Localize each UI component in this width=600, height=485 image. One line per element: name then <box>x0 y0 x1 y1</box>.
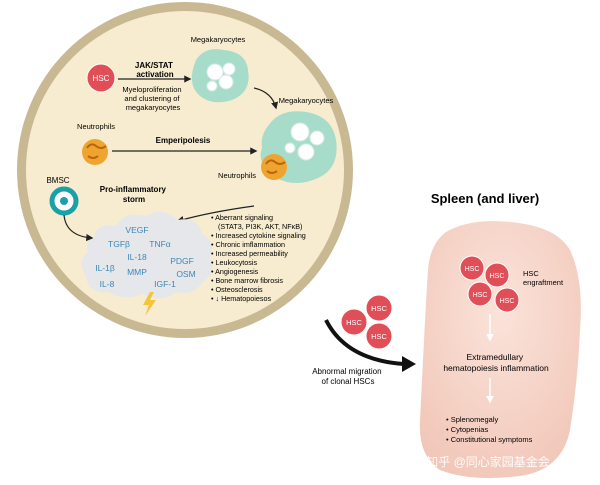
spleen-organ <box>419 221 581 478</box>
cytokine-list: VEGF TGFβ TNFα IL-18 PDGF IL-1β MMP OSM … <box>95 225 195 289</box>
hsc-cell-marrow: HSC <box>86 63 116 93</box>
svg-text:HSC: HSC <box>346 318 362 327</box>
storm-title: Pro-inflammatory storm <box>100 185 168 204</box>
neutrophil-cell-left <box>82 139 108 165</box>
cytokine-vegf: VEGF <box>125 225 148 235</box>
migration-arrow-icon <box>324 319 405 366</box>
svg-text:HSC: HSC <box>473 292 488 299</box>
neutrophils-label-left: Neutrophils <box>77 122 115 131</box>
bmsc-label: BMSC <box>46 176 69 185</box>
effects-list: • Aberrant signaling (STAT3, PI3K, AKT, … <box>211 213 308 303</box>
cytokine-tgfb: TGFβ <box>108 239 130 249</box>
migration-caption: Abnormal migration of clonal HSCs <box>312 367 384 386</box>
svg-text:HSC: HSC <box>500 298 515 305</box>
megakaryocytes-label-right: Megakaryocytes <box>279 96 334 105</box>
bmsc-arrow <box>63 214 94 242</box>
svg-text:HSC: HSC <box>371 332 387 341</box>
bmsc-cell <box>49 186 79 216</box>
svg-text:HSC: HSC <box>465 266 480 273</box>
hsc-engraftment-label: HSC engraftment <box>523 269 564 287</box>
cytokine-il8: IL-8 <box>100 279 115 289</box>
cytokine-osm: OSM <box>176 269 195 279</box>
migrating-hsc-cluster: HSC HSC HSC <box>340 294 393 350</box>
cytokine-il18: IL-18 <box>127 252 147 262</box>
engulfed-neutrophil <box>261 154 287 180</box>
megakaryocyte-cell-top <box>191 49 249 103</box>
symptoms-list: • Splenomegaly • Cytopenias • Constituti… <box>446 415 533 444</box>
watermark-text: 知乎 @同心家园基金会 <box>426 454 550 469</box>
lightning-bolt-icon <box>143 292 156 316</box>
neutrophils-label-right: Neutrophils <box>218 171 256 180</box>
cytokine-il1b: IL-1β <box>95 263 115 273</box>
extramedullary-label: Extramedullary hematopoiesis inflammatio… <box>443 352 549 373</box>
spleen-title: Spleen (and liver) <box>431 191 539 206</box>
cytokine-tnfa: TNFα <box>149 239 171 249</box>
jak-stat-label: JAK/STAT activation <box>135 61 175 79</box>
emperipolesis-label: Emperipolesis <box>156 136 211 145</box>
cytokine-pdgf: PDGF <box>170 256 194 266</box>
migration-arrowhead <box>402 356 416 372</box>
cytokine-cloud <box>81 211 213 299</box>
megakaryocyte-growth-arrow <box>253 87 279 110</box>
spleen-hsc-cluster: HSC HSC HSC HSC <box>459 255 520 313</box>
svg-text:HSC: HSC <box>371 304 387 313</box>
svg-text:HSC: HSC <box>490 273 505 280</box>
myeloproliferation-text: Myeloproliferation and clustering of meg… <box>122 85 183 112</box>
megakaryocytes-label-top: Megakaryocytes <box>191 35 246 44</box>
hsc-label: HSC <box>93 74 110 83</box>
cytokine-igf1: IGF-1 <box>154 279 176 289</box>
cytokine-mmp: MMP <box>127 267 147 277</box>
